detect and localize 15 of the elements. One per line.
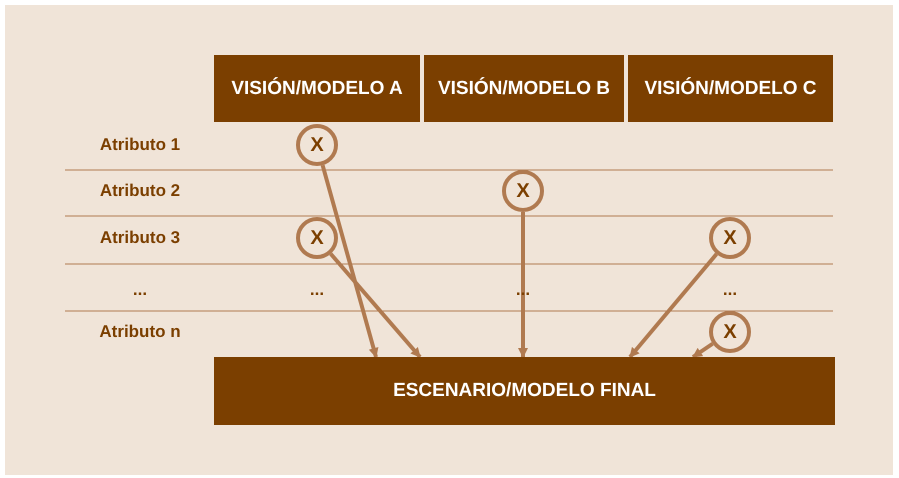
arrow <box>329 252 422 358</box>
row-label: Atributo n <box>99 322 181 342</box>
row-label: Atributo 2 <box>100 181 180 201</box>
column-header: VISIÓN/MODELO C <box>628 55 833 122</box>
row-label: Atributo 3 <box>100 228 180 248</box>
row-label: ... <box>132 280 148 300</box>
result-box: ESCENARIO/MODELO FINAL <box>214 357 835 425</box>
column-header: VISIÓN/MODELO A <box>214 55 420 122</box>
arrow <box>320 164 378 358</box>
arrow <box>692 342 714 359</box>
ellipsis-text: ... <box>722 280 738 300</box>
ellipsis-text: ... <box>310 280 324 300</box>
column-header: VISIÓN/MODELO B <box>424 55 624 122</box>
row-label: Atributo 1 <box>100 135 180 155</box>
arrow <box>628 252 718 358</box>
